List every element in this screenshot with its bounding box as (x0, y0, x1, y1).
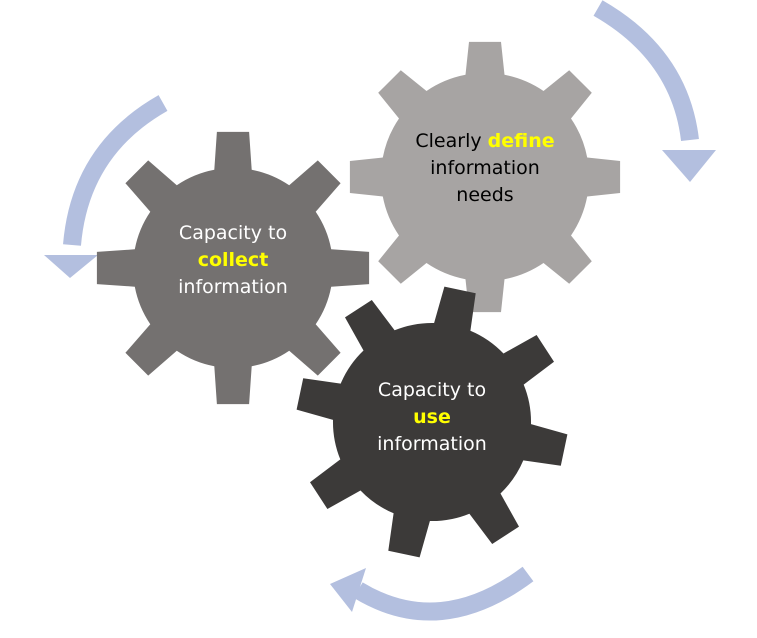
gear-use-line: use (413, 406, 451, 428)
left-arrow-body (63, 95, 168, 246)
bottom-arrow (330, 566, 534, 621)
left-arrow (44, 95, 168, 278)
gear-collect-line: collect (198, 249, 269, 271)
label-text: information (430, 157, 540, 179)
cycle-arrows (44, 0, 716, 621)
top-right-arrow (593, 0, 716, 182)
gear-use-line: Capacity to (378, 379, 486, 401)
label-text: Clearly (415, 130, 487, 152)
gear-collect: Capacity to collect information (96, 131, 370, 405)
gear-define-line: information (430, 157, 540, 179)
label-text: information (178, 276, 288, 298)
gear-use: Capacity to use information (296, 286, 568, 558)
label-text: Capacity to (378, 379, 486, 401)
gear-define: Clearly define information needs (349, 41, 621, 313)
highlight-word: collect (198, 249, 269, 271)
label-text: Capacity to (179, 222, 287, 244)
gear-collect-line: information (178, 276, 288, 298)
bottom-arrow-head (330, 568, 366, 612)
highlight-word: define (488, 130, 555, 152)
gear-define-shape (349, 41, 621, 313)
gear-collect-label: Capacity to collect information (178, 222, 288, 298)
bottom-arrow-body (353, 566, 534, 621)
left-arrow-head (44, 255, 98, 278)
label-text: needs (456, 184, 513, 206)
top-right-arrow-body (593, 0, 699, 142)
gear-define-line: needs (456, 184, 513, 206)
top-right-arrow-head (662, 150, 716, 182)
gear-use-label: Capacity to use information (377, 379, 487, 455)
gear-collect-line: Capacity to (179, 222, 287, 244)
highlight-word: use (413, 406, 451, 428)
gear-define-line: Clearly define (415, 130, 554, 152)
gear-use-shape (296, 286, 568, 558)
gear-define-label: Clearly define information needs (415, 130, 554, 206)
gear-collect-shape (96, 131, 370, 405)
label-text: information (377, 433, 487, 455)
gear-use-line: information (377, 433, 487, 455)
